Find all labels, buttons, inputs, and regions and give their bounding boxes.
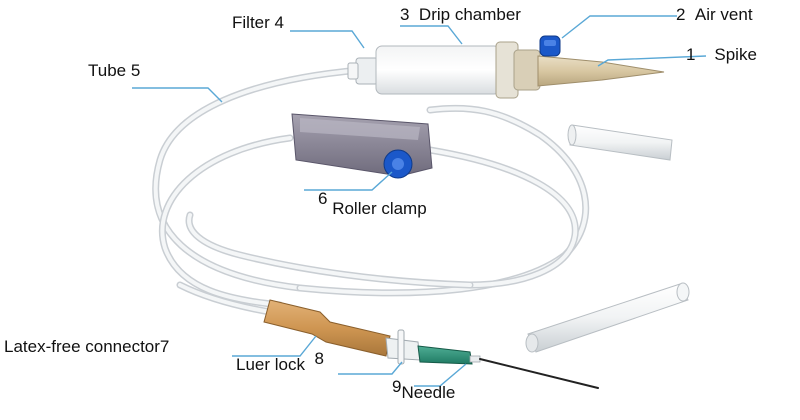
label-drip-chamber: 3 Drip chamber bbox=[400, 6, 521, 23]
leader-roller-clamp bbox=[304, 171, 393, 191]
tube-number: 5 bbox=[130, 61, 141, 80]
label-roller-clamp: 6 Roller clamp bbox=[318, 189, 427, 217]
drip-chamber-number: 3 bbox=[400, 5, 410, 24]
leader-spike bbox=[597, 55, 707, 67]
label-tube: Tube 5 bbox=[88, 62, 140, 79]
spike-number: 1 bbox=[686, 45, 696, 64]
tube-name: Tube bbox=[88, 61, 127, 80]
leader-needle bbox=[414, 363, 467, 387]
air-vent-name: Air vent bbox=[694, 5, 753, 24]
filter-name: Filter bbox=[232, 13, 270, 32]
needle-number: 9 bbox=[392, 377, 402, 396]
leader-tube bbox=[132, 87, 223, 103]
latex-free-connector-component bbox=[263, 299, 391, 357]
leader-luer-lock bbox=[338, 361, 403, 375]
label-luer-lock: Luer lock 8 bbox=[236, 350, 324, 374]
drip-chamber-component bbox=[375, 41, 541, 99]
luer-lock-number: 8 bbox=[314, 349, 324, 368]
spike-component bbox=[537, 55, 665, 87]
leader-drip-chamber bbox=[400, 25, 463, 45]
leader-connector bbox=[232, 335, 317, 357]
latex-free-connector-name: Latex-free connector bbox=[4, 337, 160, 356]
roller-clamp-component bbox=[291, 113, 433, 179]
air-vent-number: 2 bbox=[676, 5, 686, 24]
filter-number: 4 bbox=[274, 13, 284, 32]
drip-chamber-name: Drip chamber bbox=[418, 5, 521, 24]
luer-lock-component bbox=[385, 329, 421, 365]
roller-clamp-number: 6 bbox=[318, 189, 328, 208]
luer-lock-name: Luer lock bbox=[236, 355, 305, 374]
leader-air-vent bbox=[561, 15, 677, 39]
label-latex-free-connector: Latex-free connector7 bbox=[4, 338, 169, 355]
roller-clamp-name: Roller clamp bbox=[332, 199, 427, 218]
air-vent-component bbox=[539, 35, 561, 57]
label-spike: 1 Spike bbox=[686, 46, 757, 63]
label-filter: Filter 4 bbox=[232, 14, 284, 31]
latex-free-connector-number: 7 bbox=[159, 337, 170, 356]
leader-filter bbox=[290, 30, 365, 49]
leader-lines bbox=[132, 15, 707, 387]
needle-name: Needle bbox=[401, 383, 456, 402]
tube bbox=[152, 66, 590, 316]
needle-cap bbox=[525, 282, 690, 353]
needle-component bbox=[417, 345, 599, 389]
spike-cap bbox=[567, 124, 673, 161]
spike-name: Spike bbox=[714, 45, 757, 64]
label-air-vent: 2 Air vent bbox=[676, 6, 753, 23]
label-needle: 9Needle bbox=[392, 378, 456, 402]
filter-component bbox=[347, 57, 379, 85]
